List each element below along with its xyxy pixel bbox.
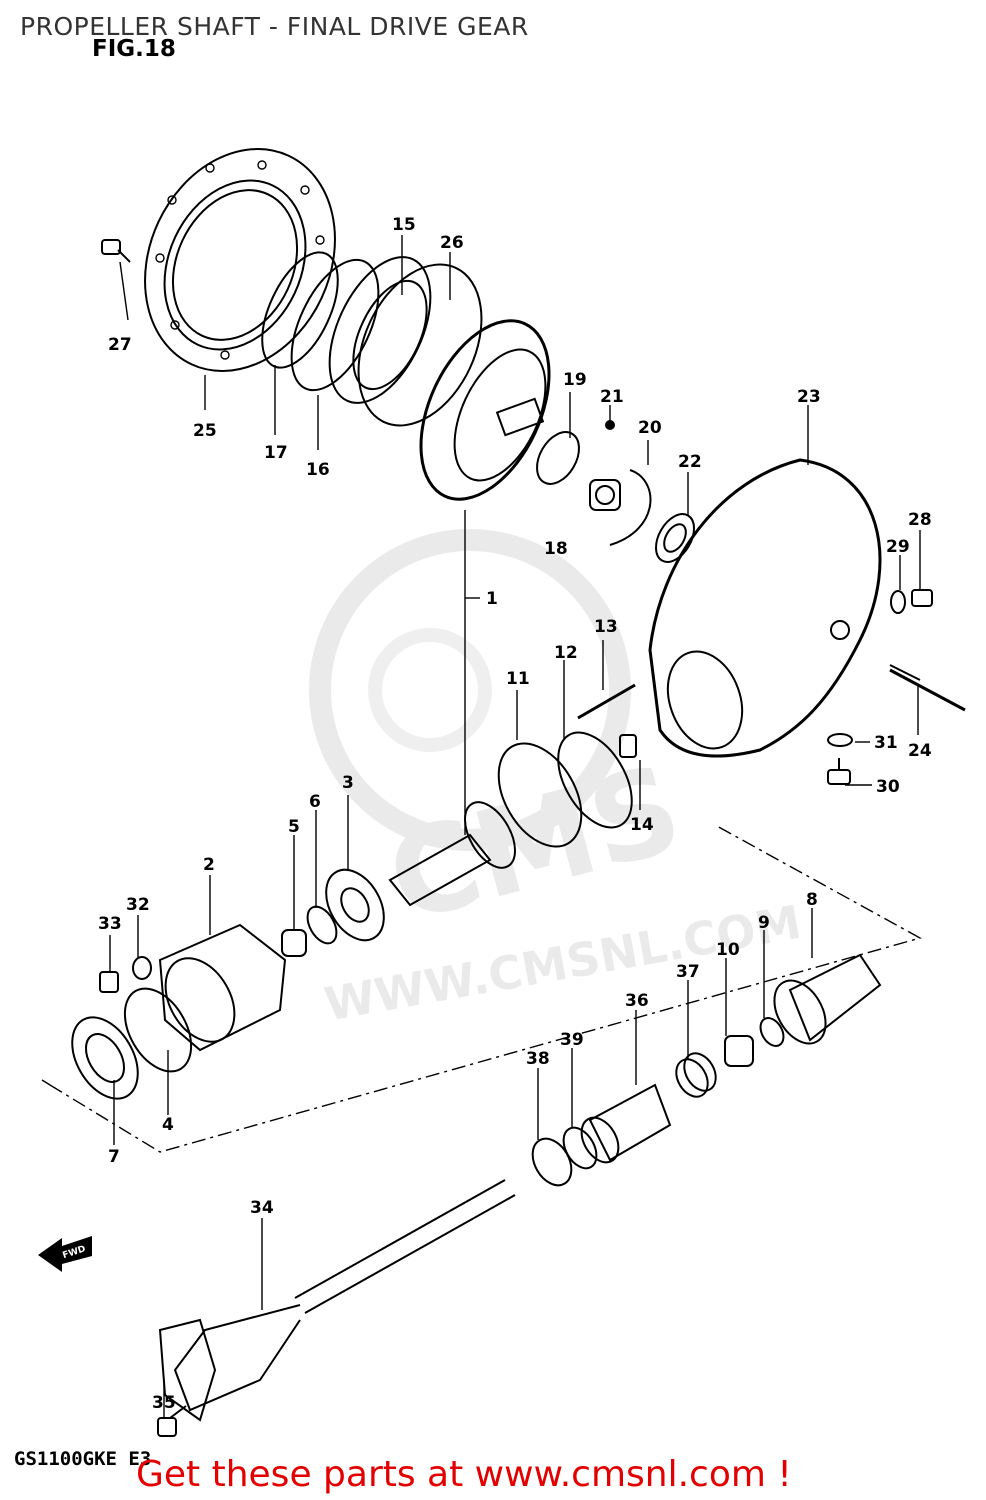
part-37-spring: [675, 1052, 717, 1098]
part-3-bearing: [325, 868, 385, 942]
callout-37: 37: [676, 962, 700, 982]
part-23-gear-case: [648, 458, 882, 758]
cta-link[interactable]: Get these parts at www.cmsnl.com !: [136, 1454, 792, 1495]
part-11-shim: [497, 742, 583, 848]
callout-14: 14: [630, 815, 654, 835]
part-32-washer: [132, 956, 152, 980]
part-1-drive-pinion: [388, 801, 516, 907]
callout-17: 17: [264, 443, 288, 463]
callout-9: 9: [758, 913, 770, 933]
callout-21: 21: [600, 387, 624, 407]
callout-6: 6: [309, 792, 321, 812]
callout-25: 25: [193, 421, 217, 441]
callout-1: 1: [486, 589, 498, 609]
callout-32: 32: [126, 895, 150, 915]
callout-27: 27: [108, 335, 132, 355]
part-1-ring-gear: [419, 319, 551, 501]
callout-10: 10: [716, 940, 740, 960]
watermark-logo: CMS: [375, 740, 695, 950]
callout-2: 2: [203, 855, 215, 875]
callout-39: 39: [560, 1030, 584, 1050]
callout-26: 26: [440, 233, 464, 253]
callout-12: 12: [554, 643, 578, 663]
fwd-direction-arrow: FWD: [38, 1236, 92, 1272]
part-31-gasket: [827, 733, 853, 747]
part-19-shim: [536, 431, 580, 485]
part-18-bearing: [589, 479, 621, 511]
callout-20: 20: [638, 418, 662, 438]
part-38-oil-seal: [531, 1137, 573, 1187]
assembly-dashed-frame: [41, 824, 922, 1153]
part-17-shim: [261, 251, 339, 369]
callout-31: 31: [874, 733, 898, 753]
callout-22: 22: [678, 452, 702, 472]
callout-5: 5: [288, 817, 300, 837]
callout-33: 33: [98, 914, 122, 934]
part-10-nut: [724, 1035, 754, 1067]
part-29-gasket: [890, 590, 906, 614]
part-callouts: 1 2 3 4 5 6 7 8 9 10 11 12 13 14 15 16 1…: [98, 215, 932, 1413]
part-36-joint: [580, 1083, 672, 1164]
arrow-left-icon: [38, 1236, 92, 1272]
callout-3: 3: [342, 773, 354, 793]
part-30-drain-bolt: [827, 758, 851, 785]
part-27-bolt: [101, 239, 131, 263]
callout-4: 4: [162, 1115, 174, 1135]
callout-35: 35: [152, 1393, 176, 1413]
part-9-washer: [759, 1017, 785, 1047]
part-12-o-ring: [557, 731, 633, 829]
callout-18: 18: [544, 539, 568, 559]
callout-16: 16: [306, 460, 330, 480]
callout-24: 24: [908, 741, 932, 761]
part-2-bearing-case: [158, 923, 287, 1052]
part-14-nut: [619, 734, 637, 758]
part-6-shim: [306, 905, 338, 945]
part-16-shim: [290, 258, 380, 392]
callout-28: 28: [908, 510, 932, 530]
model-code: GS1100GKE E3: [14, 1448, 152, 1470]
part-33-nut: [99, 971, 119, 993]
part-4-bearing: [123, 987, 193, 1073]
callout-11: 11: [506, 669, 530, 689]
callout-34: 34: [250, 1198, 274, 1218]
callout-8: 8: [806, 890, 818, 910]
callout-7: 7: [108, 1147, 120, 1167]
part-26-ring: [357, 263, 483, 427]
part-22-oil-seal: [655, 513, 695, 563]
callout-29: 29: [886, 537, 910, 557]
callout-38: 38: [526, 1049, 550, 1069]
watermark-url: WWW.CMSNL.COM: [320, 895, 805, 1032]
leader-lines: [109, 235, 921, 1418]
part-7-oil-seal: [71, 1016, 139, 1100]
part-24-axle-stud: [889, 664, 966, 712]
part-8-joint-coupling: [773, 953, 882, 1045]
part-13-stud: [577, 683, 636, 720]
callout-23: 23: [797, 387, 821, 407]
part-34-propeller-shaft: [158, 1179, 516, 1422]
figure-label: FIG.18: [92, 36, 176, 62]
part-15-bearing: [328, 256, 432, 404]
callout-36: 36: [625, 991, 649, 1011]
part-28-plug-bolt: [911, 589, 933, 607]
page-title: PROPELLER SHAFT - FINAL DRIVE GEAR: [20, 12, 529, 41]
part-20-circlip: [609, 469, 652, 546]
callout-15: 15: [392, 215, 416, 235]
part-25-cover-plate: [144, 148, 336, 372]
callout-19: 19: [563, 370, 587, 390]
callout-13: 13: [594, 617, 618, 637]
part-35-bolt: [157, 1405, 187, 1437]
part-5-spacer: [281, 929, 307, 957]
callout-30: 30: [876, 777, 900, 797]
